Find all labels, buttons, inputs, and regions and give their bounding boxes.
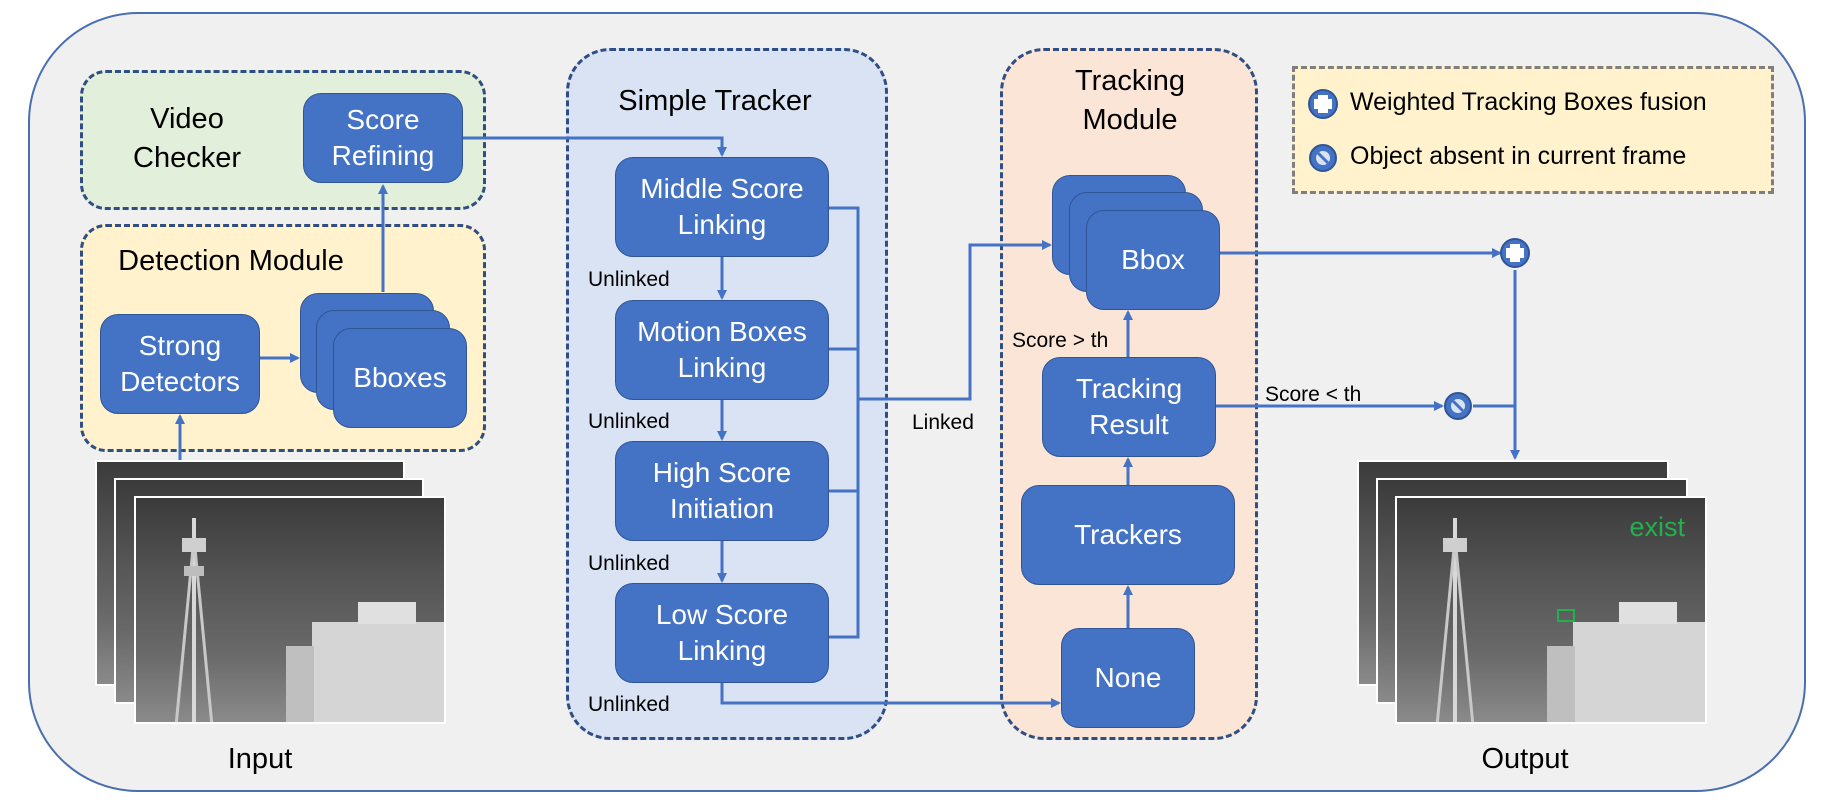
simple-tracker-title: Simple Tracker: [618, 85, 812, 117]
unlinked-label-1: Unlinked: [588, 268, 670, 291]
tracking-result-box: Tracking Result: [1042, 357, 1216, 457]
bboxes-box: Bboxes: [333, 328, 467, 428]
legend-absent-icon: [1309, 144, 1337, 172]
trackers-box: Trackers: [1021, 485, 1235, 585]
output-status-label: exist: [1629, 512, 1685, 542]
legend-fusion-icon: [1308, 89, 1338, 119]
input-label: Input: [227, 743, 293, 775]
unlinked-label-2: Unlinked: [588, 410, 670, 433]
output-frame-front: exist: [1395, 496, 1707, 724]
legend-panel: [1292, 66, 1774, 194]
tracking-module-title: Tracking Module: [1074, 65, 1186, 137]
score-less-label: Score < th: [1265, 383, 1362, 406]
motion-boxes-linking-box: Motion Boxes Linking: [615, 300, 829, 400]
fusion-symbol-icon: [1500, 238, 1530, 268]
low-score-linking-box: Low Score Linking: [615, 583, 829, 683]
score-greater-label: Score > th: [1012, 329, 1109, 352]
score-refining-box: Score Refining: [303, 93, 463, 183]
high-score-initiation-box: High Score Initiation: [615, 441, 829, 541]
input-frame-front: [134, 496, 446, 724]
detected-object-box: [1557, 609, 1575, 622]
none-box: None: [1061, 628, 1195, 728]
linked-line-1: [829, 206, 860, 639]
arrow-linked-to-bbox: [858, 240, 1052, 401]
video-checker-title: Video Checker: [133, 103, 241, 175]
output-scene-image: [1435, 518, 1705, 722]
arrow-refining-to-tracker: [463, 136, 727, 157]
bbox-box: Bbox: [1086, 210, 1220, 310]
arrow-unlinked-to-none: [720, 683, 1061, 708]
output-label: Output: [1481, 743, 1569, 775]
strong-detectors-box: Strong Detectors: [100, 314, 260, 414]
unlinked-label-4: Unlinked: [588, 693, 670, 716]
unlinked-label-3: Unlinked: [588, 552, 670, 575]
input-scene-image: [174, 518, 444, 722]
legend-absent-text: Object absent in current frame: [1350, 142, 1687, 170]
detection-module-title: Detection Module: [118, 245, 344, 277]
legend-fusion-text: Weighted Tracking Boxes fusion: [1350, 88, 1707, 116]
linked-label: Linked: [912, 411, 974, 434]
absent-symbol-icon: [1444, 392, 1472, 420]
middle-score-linking-box: Middle Score Linking: [615, 157, 829, 257]
